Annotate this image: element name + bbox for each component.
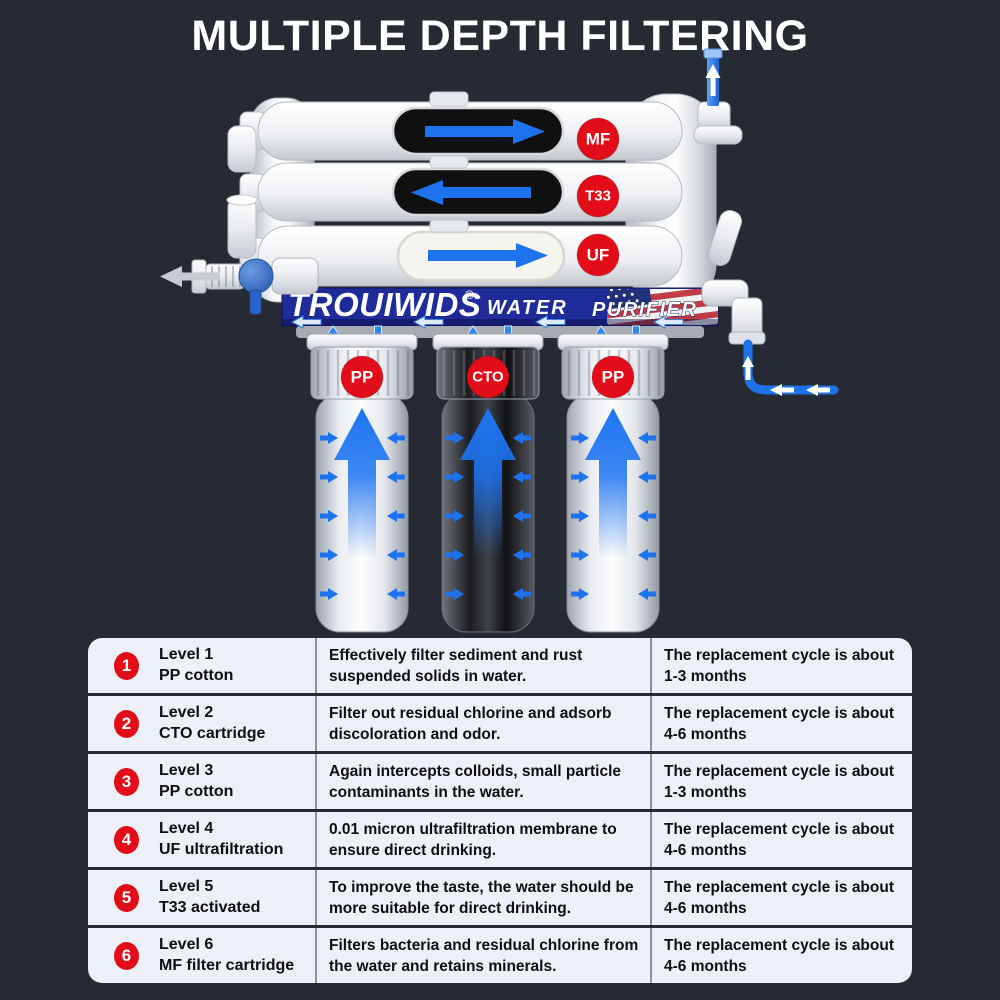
filter-description: 0.01 micron ultrafiltration membrane to … [329, 820, 617, 859]
level-label: Level 1 [159, 646, 214, 663]
level-number-badge: 1 [114, 651, 139, 680]
stage-label-t33: T33 [576, 174, 620, 218]
flow-arrow-right-icon [516, 243, 548, 268]
filter-description: Filters bacteria and residual chlorine f… [329, 936, 639, 975]
flow-arrow-left-icon [411, 180, 443, 205]
stage-label-uf: UF [576, 233, 620, 277]
clean-water-out-tube [703, 48, 723, 106]
filter-name: CTO cartridge [159, 724, 266, 742]
flow-arrow-right-icon [513, 119, 545, 144]
level-label: Level 3 [159, 762, 214, 779]
t33-window [391, 167, 565, 217]
filter-name: MF filter cartridge [159, 956, 295, 974]
mount-bracket [429, 91, 469, 233]
filter-spec-table: 1 Level 1 PP cotton Effectively filter s… [88, 638, 912, 983]
level-label: Level 2 [159, 704, 214, 721]
filter-diagram: MF T33 UF [160, 48, 839, 633]
svg-text:PP: PP [602, 368, 625, 387]
outlet-fitting [693, 101, 743, 145]
left-elbow-fittings [226, 125, 258, 259]
filter-description: Effectively filter sediment and rust sus… [329, 646, 583, 685]
replacement-cycle: The replacement cycle is about 1-3 month… [664, 646, 895, 685]
up-arrow-icon [705, 64, 721, 96]
table-row: 1 Level 1 PP cotton Effectively filter s… [88, 638, 912, 693]
table-row: 4 Level 4 UF ultrafiltration 0.01 micron… [88, 812, 912, 867]
replacement-cycle: The replacement cycle is about 4-6 month… [664, 820, 895, 859]
level-number-badge: 4 [114, 825, 139, 854]
svg-text:T33: T33 [585, 188, 611, 205]
brand-word-water: WATER [487, 297, 568, 319]
brand-reg-mark: ® [465, 288, 474, 302]
svg-text:CTO: CTO [472, 369, 504, 386]
replacement-cycle: The replacement cycle is about 4-6 month… [664, 878, 895, 917]
table-row: 3 Level 3 PP cotton Again intercepts col… [88, 754, 912, 809]
level-label: Level 5 [159, 878, 214, 895]
brand-word-purifier: PURIFIER [592, 299, 697, 321]
drain-valve-assembly [160, 257, 319, 315]
right-side-pipe [707, 210, 743, 266]
uf-window [396, 230, 566, 282]
level-number-badge: 2 [114, 709, 139, 738]
stage-label-pp-right: PP [591, 355, 635, 399]
level-label: Level 4 [159, 820, 214, 837]
replacement-cycle: The replacement cycle is about 4-6 month… [664, 704, 895, 743]
mf-window [391, 106, 565, 156]
table-row: 5 Level 5 T33 activated To improve the t… [88, 870, 912, 925]
stage-label-mf: MF [576, 117, 620, 161]
ball-valve [238, 258, 274, 294]
filter-name: PP cotton [159, 666, 234, 684]
stage-label-cto: CTO [466, 355, 510, 399]
level-number-badge: 3 [114, 767, 139, 796]
svg-text:UF: UF [587, 246, 610, 265]
replacement-cycle: The replacement cycle is about 1-3 month… [664, 762, 895, 801]
svg-text:MF: MF [586, 130, 611, 149]
table-row: 6 Level 6 MF filter cartridge Filters ba… [88, 928, 912, 983]
filter-name: T33 activated [159, 898, 261, 916]
drain-arrow-icon [160, 266, 220, 287]
filter-name: PP cotton [159, 782, 234, 800]
filter-name: UF ultrafiltration [159, 840, 284, 858]
raw-water-in-tube [742, 339, 839, 396]
level-label: Level 6 [159, 936, 214, 953]
svg-text:PP: PP [351, 368, 374, 387]
filter-description: Again intercepts colloids, small particl… [329, 762, 622, 801]
table-row: 2 Level 2 CTO cartridge Filter out resid… [88, 696, 912, 751]
filter-description: To improve the taste, the water should b… [329, 878, 634, 917]
level-number-badge: 5 [114, 883, 139, 912]
brand-name: TROUIWIDS [288, 286, 481, 323]
filter-description: Filter out residual chlorine and adsorb … [329, 704, 612, 743]
left-arrow-icon [742, 356, 830, 396]
replacement-cycle: The replacement cycle is about 4-6 month… [664, 936, 895, 975]
inlet-fitting [701, 279, 766, 345]
level-number-badge: 6 [114, 941, 139, 970]
stage-label-pp-left: PP [340, 355, 384, 399]
